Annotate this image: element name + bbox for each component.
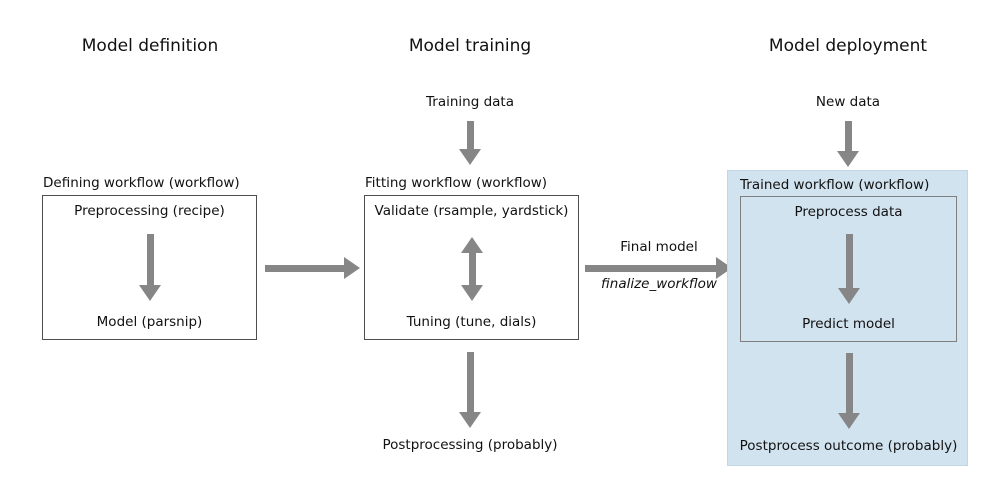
arrow-shaft xyxy=(146,234,154,285)
arrow-shaft xyxy=(265,264,344,272)
validate-rsample-yardstick-label: Validate (rsample, yardstick) xyxy=(374,203,569,219)
arrow-training-data-to-fitting-workflow xyxy=(459,121,481,165)
model-parsnip-label: Model (parsnip) xyxy=(96,314,203,330)
arrow-head-down xyxy=(837,151,859,167)
trained-workflow-inner-box: Preprocess data Predict model xyxy=(740,196,957,342)
postprocess-outcome-label: Postprocess outcome (probably) xyxy=(739,438,958,454)
predict-model-label: Predict model xyxy=(802,316,895,332)
training-data-label: Training data xyxy=(426,94,514,110)
arrow-head-down xyxy=(139,285,161,301)
arrow-shaft xyxy=(585,264,716,272)
trained-workflow-label: Trained workflow (workflow) xyxy=(740,177,930,193)
arrow-head-down xyxy=(838,288,860,304)
postprocessing-probably-label: Postprocessing (probably) xyxy=(382,437,558,453)
fitting-workflow-box: Validate (rsample, yardstick) Tuning (tu… xyxy=(364,195,579,340)
arrow-definition-to-training xyxy=(265,257,360,279)
arrow-preprocess-to-predict xyxy=(838,234,860,304)
arrow-head-down xyxy=(459,412,481,428)
preprocess-data-label: Preprocess data xyxy=(794,204,903,220)
arrow-head-right xyxy=(344,257,360,279)
arrow-head-down xyxy=(838,413,860,429)
final-model-label: Final model xyxy=(620,239,698,255)
fitting-workflow-label: Fitting workflow (workflow) xyxy=(365,175,548,191)
arrow-shaft xyxy=(468,253,476,285)
arrow-preprocessing-to-model xyxy=(139,234,161,301)
arrow-head-up xyxy=(461,237,483,253)
arrow-validate-tuning-bidirectional xyxy=(461,237,483,301)
defining-workflow-label: Defining workflow (workflow) xyxy=(43,175,240,191)
arrow-shaft xyxy=(466,121,474,149)
arrow-shaft xyxy=(845,353,853,413)
finalize-workflow-function-label: finalize_workflow xyxy=(601,276,717,292)
arrow-head-down xyxy=(461,285,483,301)
column-title-model-training: Model training xyxy=(408,36,532,56)
arrow-predict-to-postprocess-outcome xyxy=(838,353,860,429)
column-title-model-definition: Model definition xyxy=(81,36,219,56)
arrow-head-down xyxy=(459,149,481,165)
new-data-label: New data xyxy=(815,94,881,110)
arrow-shaft xyxy=(466,352,474,412)
defining-workflow-box: Preprocessing (recipe) Model (parsnip) xyxy=(42,195,257,340)
trained-workflow-box: Trained workflow (workflow) Preprocess d… xyxy=(727,170,968,466)
column-title-model-deployment: Model deployment xyxy=(768,36,928,56)
arrow-shaft xyxy=(845,234,853,288)
arrow-fitting-workflow-to-postprocessing xyxy=(459,352,481,428)
arrow-shaft xyxy=(844,121,852,151)
preprocessing-recipe-label: Preprocessing (recipe) xyxy=(74,203,225,219)
tuning-tune-dials-label: Tuning (tune, dials) xyxy=(406,314,537,330)
arrow-new-data-to-trained-workflow xyxy=(837,121,859,167)
